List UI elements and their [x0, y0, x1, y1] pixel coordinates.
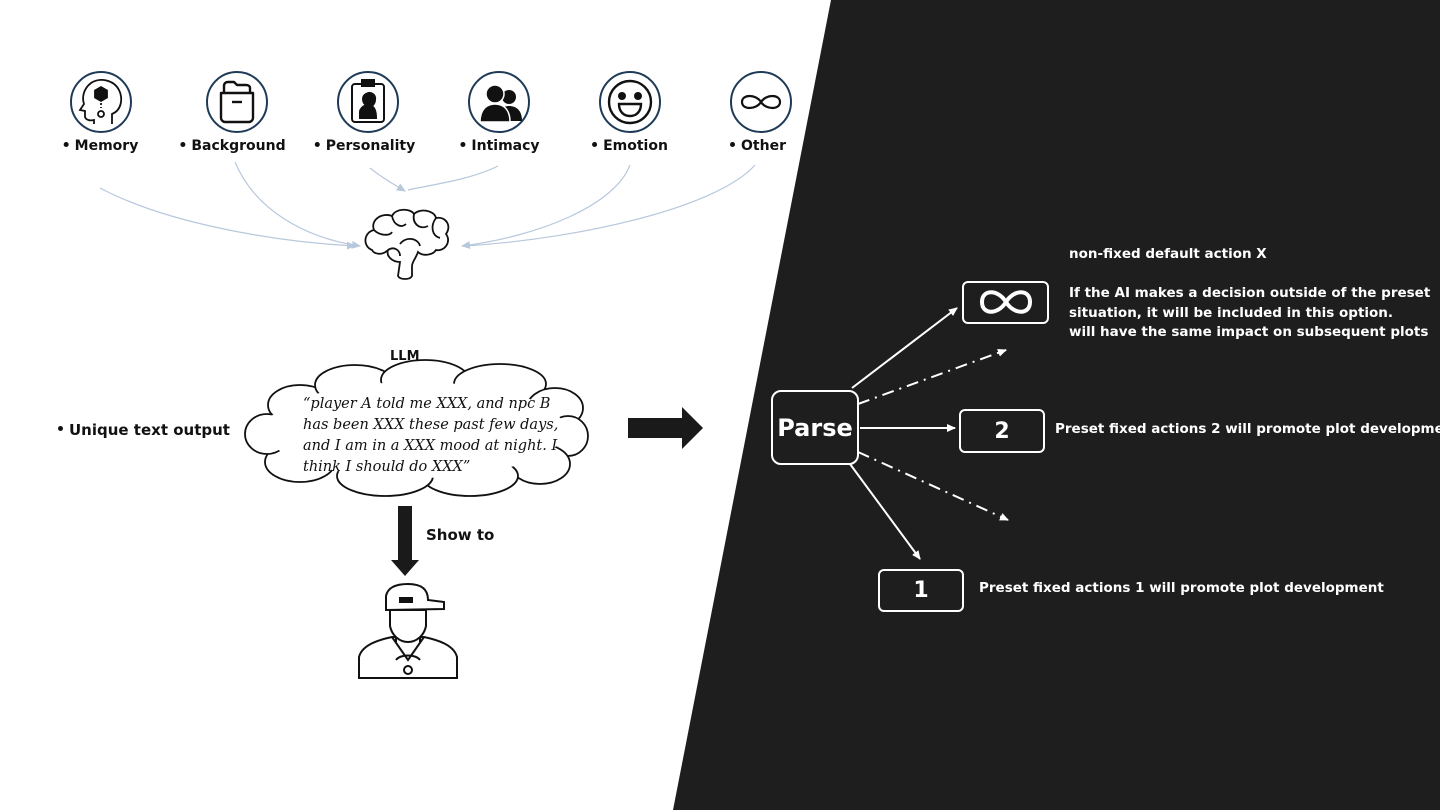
infinity-box-icon: [979, 290, 1033, 314]
category-icon-rings: [70, 71, 792, 133]
folder-icon: [219, 80, 255, 124]
action-2-description: Preset fixed actions 2 will promote plot…: [1055, 421, 1440, 437]
action-2-box: 2: [959, 409, 1045, 453]
action-2-number: 2: [994, 418, 1010, 444]
action-x-desc-line: If the AI makes a decision outside of th…: [1069, 285, 1431, 301]
thought-cloud: [244, 359, 589, 497]
action-1-number: 1: [913, 578, 929, 603]
connector-curves: [99, 161, 756, 250]
brain-icon: [364, 208, 450, 280]
people-icon: [479, 84, 522, 123]
dark-panel: [673, 0, 1440, 810]
category-label-memory: Memory: [63, 138, 138, 154]
category-label-other: Other: [730, 138, 786, 154]
category-label-intimacy: Intimacy: [460, 138, 540, 154]
action-x-desc-line: will have the same impact on subsequent …: [1069, 324, 1429, 340]
down-arrow: [391, 506, 419, 576]
category-label-background: Background: [180, 138, 286, 154]
category-label-personality: Personality: [314, 138, 415, 154]
parse-label: Parse: [777, 413, 853, 442]
cloud-line: and I am in a XXX mood at night. I: [303, 438, 558, 454]
action-x-box: [962, 281, 1049, 324]
cloud-line: has been XXX these past few days,: [303, 417, 559, 433]
cloud-line: “player A told me XXX, and npc B: [303, 396, 551, 412]
cloud-text: “player A told me XXX, and npc B has bee…: [303, 394, 573, 478]
big-right-arrow: [628, 407, 703, 449]
action-1-box: 1: [878, 569, 964, 612]
action-x-description: If the AI makes a decision outside of th…: [1069, 284, 1430, 343]
portrait-badge-icon: [351, 79, 385, 123]
action-arrows: [849, 307, 1009, 560]
show-to-label: Show to: [426, 526, 495, 544]
parse-box: Parse: [771, 390, 859, 465]
player-cap-icon: [358, 582, 458, 679]
action-x-desc-line: situation, it will be included in this o…: [1069, 304, 1394, 321]
action-1-description: Preset fixed actions 1 will promote plot…: [979, 580, 1384, 596]
category-label-emotion: Emotion: [592, 138, 668, 154]
action-x-title: non-fixed default action X: [1069, 246, 1267, 262]
smiley-icon: [607, 79, 653, 125]
cloud-line: think I should do XXX”: [303, 459, 471, 475]
llm-label: LLM: [390, 349, 420, 364]
infinity-icon: [740, 94, 782, 110]
memory-head-icon: [78, 79, 123, 124]
unique-output-label: Unique text output: [58, 421, 230, 439]
